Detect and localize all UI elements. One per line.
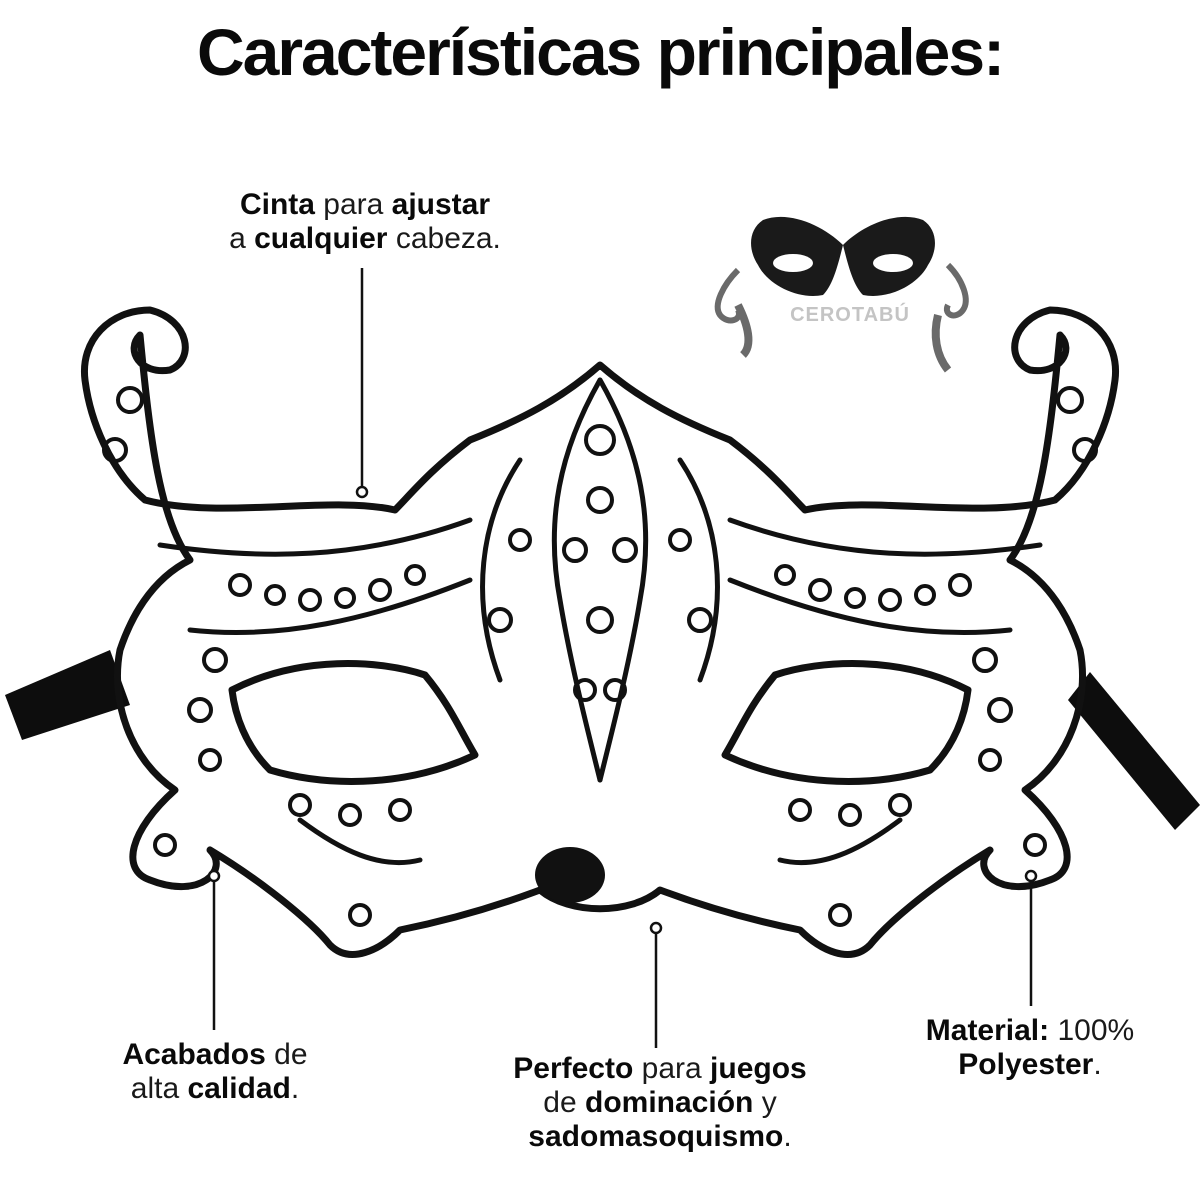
callout-material-text-2: . [1093,1048,1102,1081]
right-ribbon [1068,672,1200,830]
callout-acabados-bold-2: calidad [187,1072,291,1105]
callout-perfecto-bold-3: dominación [585,1086,754,1119]
callout-perfecto-text-3: y [753,1086,777,1119]
callout-cinta-bold-2: ajustar [391,188,491,221]
callout-perfecto-text-1: para [633,1052,711,1085]
callout-cinta-bold-3: cualquier [254,222,388,255]
right-eye [721,660,972,785]
callout-perfecto-bold-2: juegos [710,1052,807,1085]
callout-material-bold-1: Material: [925,1014,1050,1047]
left-ribbon [5,650,130,740]
callout-material-bold-2: Polyester [958,1048,1094,1081]
callout-acabados-text-1: de [265,1038,308,1071]
callout-cinta-text-2: a [229,222,255,255]
page-title: Características principales: [196,15,1005,89]
mask-outline [80,306,1120,958]
callout-acabados-bold-1: Acabados [122,1038,266,1071]
callout-perfecto-bold-1: Perfecto [513,1052,634,1085]
callout-perfecto: Perfecto para juegos de dominación y sad… [440,1052,880,1154]
callout-cinta-bold-1: Cinta [239,188,315,221]
callout-cinta-text-1: para [314,188,392,221]
callout-perfecto-bold-4: sadomasoquismo [528,1120,784,1153]
callout-acabados-text-2: alta [130,1072,188,1105]
callout-acabados-text-3: . [290,1072,300,1105]
callout-perfecto-text-2: de [543,1086,586,1119]
callout-cinta-text-3: cabeza. [387,222,501,255]
callout-perfecto-text-4: . [783,1120,792,1153]
mask-logo-icon [714,216,969,373]
brand-watermark: CEROTABÚ [790,304,910,326]
callout-acabados: Acabados de alta calidad. [60,1038,370,1106]
callout-cinta: Cinta para ajustar a cualquier cabeza. [160,188,570,256]
callout-material-text-1: 100% [1049,1014,1135,1047]
left-eye [228,660,479,785]
callout-material: Material: 100% Polyester. [880,1014,1180,1082]
